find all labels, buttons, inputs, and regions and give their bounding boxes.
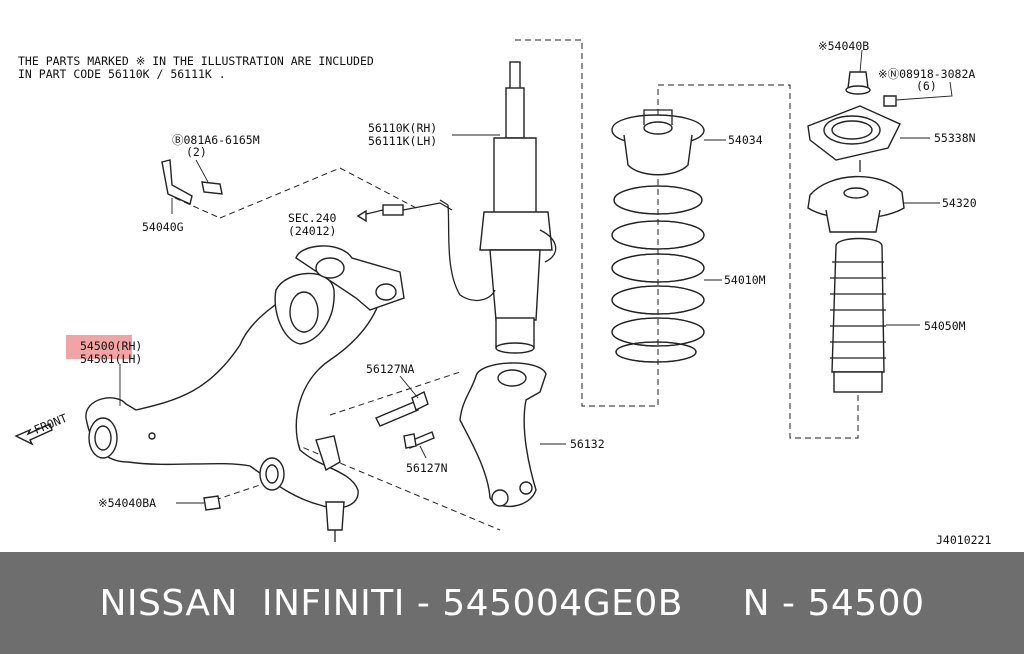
label-54034: 54034 [728,133,763,147]
label-081a6-line2: (2) [186,145,207,159]
lower-control-arm [85,245,405,542]
label-54501: 54501(LH) [80,352,142,366]
top-mount-parts [807,71,905,233]
label-55338n: 55338N [934,131,976,145]
diagram-code: J4010221 [936,533,991,547]
label-08918-line2: (6) [916,79,937,93]
strut-mount [611,109,705,176]
dust-boot [830,237,886,393]
label-54050m: 54050M [924,319,966,333]
label-54040ba: ※54040BA [98,496,156,510]
parts-diagram: THE PARTS MARKED ※ IN THE ILLUSTRATION A… [14,39,992,547]
steering-knuckle [459,362,547,508]
label-54040g: 54040G [142,220,184,234]
bolt-54040ba [203,495,221,511]
bracket-54040g [161,159,223,205]
knuckle-bolts [375,391,435,449]
highlight-box [66,335,132,359]
label-081a6-line1: Ⓑ081A6-6165M [172,133,260,147]
label-56127n: 56127N [406,461,448,475]
strut-assembly [439,61,557,354]
label-56132: 56132 [570,437,605,451]
suspension-illustration: THE PARTS MARKED ※ IN THE ILLUSTRATION A… [14,39,991,547]
leader-lines [119,49,953,504]
label-sec240-line1: SEC.240 [288,211,337,225]
sensor-harness [356,202,453,223]
footer-part-number: NISSAN INFINITI - 545004GE0B N - 54500 [99,582,925,624]
footer-bar: NISSAN INFINITI - 545004GE0B N - 54500 [0,552,1024,654]
label-54010m: 54010M [724,273,766,287]
label-08918-line1: ※Ⓝ08918-3082A [878,67,975,81]
front-arrow [14,423,53,446]
note-line-1: THE PARTS MARKED ※ IN THE ILLUSTRATION A… [18,54,374,68]
coil-spring [611,185,705,363]
label-sec240-line2: (24012) [288,224,336,238]
label-56110k: 56110K(RH) [368,121,437,135]
label-54040b: ※54040B [818,39,869,53]
label-front: FRONT [32,411,69,437]
label-54320: 54320 [942,196,977,210]
label-56111k: 56111K(LH) [368,134,437,148]
label-54500: 54500(RH) [80,339,142,353]
note-line-2: IN PART CODE 56110K / 56111K . [18,67,226,81]
label-56127na: 56127NA [366,362,415,376]
